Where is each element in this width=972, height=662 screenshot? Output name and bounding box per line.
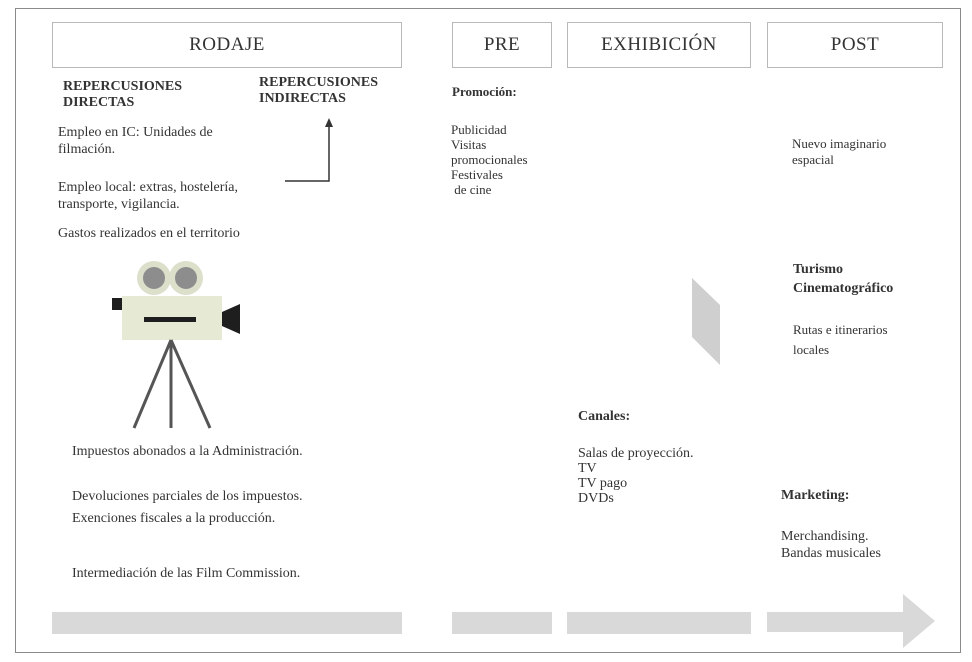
exenciones-text: Exenciones fiscales a la producción. bbox=[72, 511, 276, 526]
header-rodaje: RODAJE bbox=[52, 22, 402, 68]
turismo-label-2: Cinematográfico bbox=[793, 281, 894, 296]
repercusiones-indirectas-label-2: INDIRECTAS bbox=[259, 91, 346, 106]
intermediacion-text: Intermediación de las Film Commission. bbox=[72, 566, 301, 581]
turismo-label-1: Turismo bbox=[793, 262, 844, 277]
arrow-up-icon bbox=[285, 118, 333, 182]
promocion-item: Visitas bbox=[451, 137, 487, 152]
timeline-bar-exhibicion bbox=[567, 612, 751, 634]
header-exhibicion: EXHIBICIÓN bbox=[567, 22, 751, 68]
promocion-item: promocionales bbox=[451, 152, 528, 167]
canales-item: Salas de proyección. bbox=[578, 446, 694, 461]
marketing-item: Bandas musicales bbox=[781, 546, 881, 561]
repercusiones-indirectas-label-1: REPERCUSIONES bbox=[259, 75, 379, 90]
film-camera-icon bbox=[112, 261, 240, 429]
canales-list: Salas de proyección. TV TV pago DVDs bbox=[578, 446, 693, 506]
repercusiones-directas-label-1: REPERCUSIONES bbox=[63, 79, 183, 94]
marketing-list: Merchandising. Bandas musicales bbox=[781, 528, 881, 562]
marketing-label: Marketing: bbox=[781, 488, 850, 503]
timeline-bar-pre bbox=[452, 612, 552, 634]
header-pre: PRE bbox=[452, 22, 552, 68]
rutas-text-2: locales bbox=[793, 342, 830, 354]
wedge-shape-icon bbox=[692, 278, 720, 365]
impuestos-text: Impuestos abonados a la Administración. bbox=[72, 444, 303, 459]
gastos-text: Gastos realizados en el territorio bbox=[58, 226, 240, 241]
empleo-local-text-2: transporte, vigilancia. bbox=[58, 197, 180, 212]
promocion-list: Publicidad Visitas promocionales Festiva… bbox=[451, 122, 528, 197]
timeline-bar-rodaje bbox=[52, 612, 402, 634]
canales-item: TV pago bbox=[578, 476, 628, 491]
header-post: POST bbox=[767, 22, 943, 68]
empleo-local-text-1: Empleo local: extras, hostelería, bbox=[58, 180, 238, 195]
arrow-right-icon bbox=[767, 594, 935, 648]
marketing-item: Merchandising. bbox=[781, 529, 869, 544]
empleo-ic-text-2: filmación. bbox=[58, 142, 116, 157]
canales-item: TV bbox=[578, 461, 597, 476]
devoluciones-text: Devoluciones parciales de los impuestos. bbox=[72, 489, 303, 504]
canales-label: Canales: bbox=[578, 409, 631, 424]
imaginario-text-2: espacial bbox=[792, 152, 834, 167]
canales-item: DVDs bbox=[578, 491, 614, 506]
promocion-label: Promoción: bbox=[452, 84, 517, 99]
repercusiones-directas-label-2: DIRECTAS bbox=[63, 95, 135, 110]
promocion-item: de cine bbox=[451, 182, 492, 197]
promocion-item: Publicidad bbox=[451, 122, 507, 137]
imaginario-text-1: Nuevo imaginario bbox=[792, 136, 887, 151]
rutas-text-1: Rutas e itinerarios bbox=[793, 322, 888, 337]
promocion-item: Festivales bbox=[451, 167, 503, 182]
empleo-ic-text-1: Empleo en IC: Unidades de bbox=[58, 125, 213, 140]
